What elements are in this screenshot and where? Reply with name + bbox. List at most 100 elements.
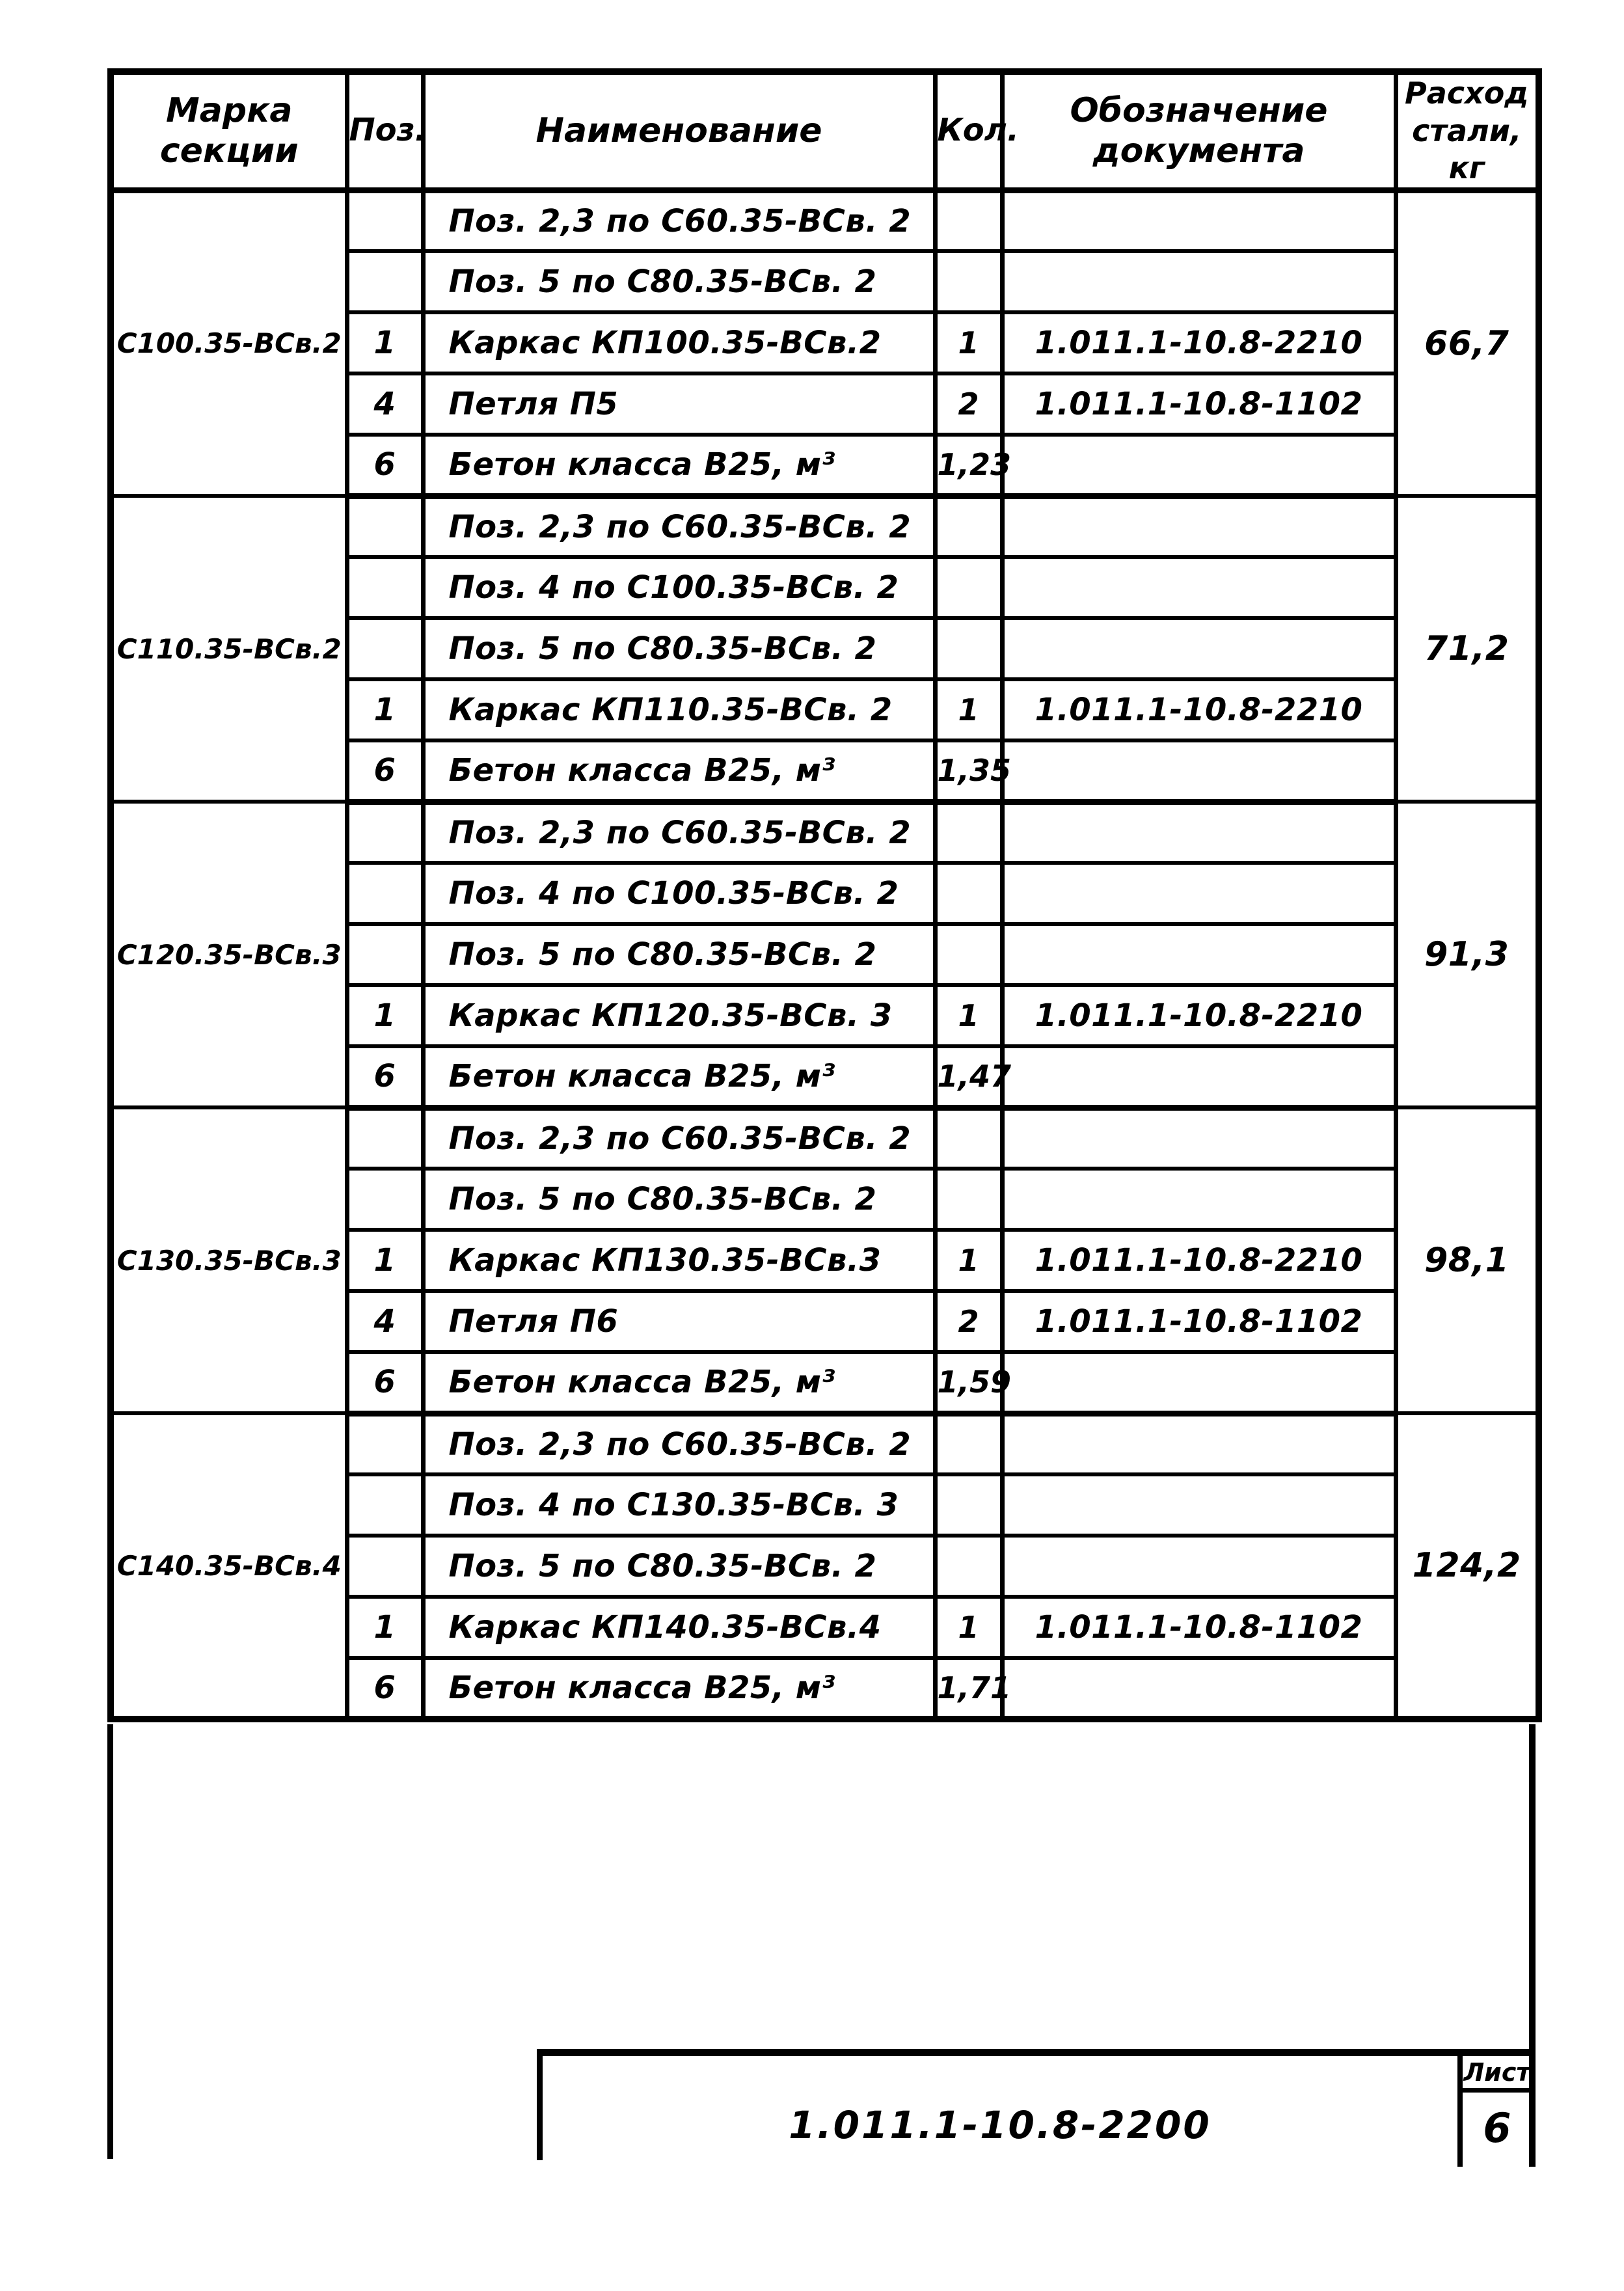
pos-cell: 6 <box>344 1350 426 1417</box>
doc-cell: 1.011.1-10.8-2210 <box>999 1228 1398 1293</box>
name-cell: Поз. 2,3 по С60.35-ВСв. 2 <box>420 800 938 865</box>
doc-cell <box>999 494 1398 559</box>
qty-cell <box>932 555 1005 620</box>
doc-cell <box>999 922 1398 987</box>
doc-cell: 1.011.1-10.8-1102 <box>999 1595 1398 1660</box>
table-row: С100.35-ВСв.2 Поз. 2,3 по С60.35-ВСв. 2 … <box>108 188 1541 498</box>
section-mark: С110.35-ВСв.2 <box>108 494 349 804</box>
header-row: Марка секции Поз. Наименование Кол. Обоз… <box>108 70 1541 193</box>
doc-cell <box>999 249 1398 314</box>
qty-cell: 1,47 <box>932 1044 1011 1111</box>
name-cell: Каркас КП140.35-ВСв.4 <box>420 1595 938 1660</box>
pos-cell <box>344 800 426 865</box>
pos-cell <box>344 861 426 926</box>
pos-cell: 1 <box>344 983 426 1048</box>
section-mark: С140.35-ВСв.4 <box>108 1411 349 1721</box>
qty-cell: 1 <box>932 1595 1005 1660</box>
table-row: Поз. 5 по С80.35-ВСв. 2 <box>111 1534 1539 1599</box>
table-row: Поз. 5 по С80.35-ВСв. 2 <box>111 249 1539 314</box>
doc-cell <box>999 616 1398 681</box>
pos-cell <box>344 1472 426 1538</box>
name-cell: Каркас КП110.35-ВСв. 2 <box>420 677 938 742</box>
qty-cell: 1 <box>932 677 1005 742</box>
qty-cell <box>932 1167 1005 1232</box>
doc-cell: 1.011.1-10.8-2210 <box>999 310 1398 375</box>
qty-cell: 1,23 <box>932 433 1011 499</box>
table-row: 6 Бетон класса В25, м³ 1,23 <box>111 433 1539 499</box>
titleblock-top-line <box>537 2049 1536 2056</box>
name-cell: Бетон класса В25, м³ <box>420 433 938 499</box>
sheet-box-divider-line <box>1457 2088 1536 2093</box>
pos-cell: 6 <box>344 433 426 499</box>
doc-cell <box>999 555 1398 620</box>
qty-cell: 2 <box>932 372 1005 437</box>
sheet-box-left-line <box>1457 2049 1463 2167</box>
sheet-number: 6 <box>1483 2104 1511 2152</box>
pos-cell: 4 <box>344 1289 426 1354</box>
table-row: Поз. 5 по С80.35-ВСв. 2 <box>111 616 1539 681</box>
table-row: Поз. 5 по С80.35-ВСв. 2 <box>111 922 1539 987</box>
table-row: 1 Каркас КП130.35-ВСв.3 1 1.011.1-10.8-2… <box>111 1228 1539 1293</box>
doc-cell <box>999 800 1398 865</box>
qty-cell <box>932 1105 1005 1171</box>
name-cell: Бетон класса В25, м³ <box>420 1044 938 1111</box>
table-row: 4 Петля П5 2 1.011.1-10.8-1102 <box>111 372 1539 437</box>
doc-cell <box>999 1534 1398 1599</box>
doc-cell <box>999 739 1398 805</box>
doc-cell <box>999 1044 1398 1111</box>
table-row: 6 Бетон класса В25, м³ 1,59 <box>111 1350 1539 1417</box>
name-cell: Поз. 4 по С100.35-ВСв. 2 <box>420 555 938 620</box>
qty-cell: 1 <box>932 310 1005 375</box>
doc-cell <box>999 1105 1398 1171</box>
table-row: Поз. 4 по С100.35-ВСв. 2 <box>111 555 1539 620</box>
col-header-qty: Кол. <box>932 70 1019 193</box>
name-cell: Поз. 2,3 по С60.35-ВСв. 2 <box>420 494 938 559</box>
doc-cell <box>999 1350 1398 1417</box>
doc-cell <box>999 861 1398 926</box>
name-cell: Каркас КП120.35-ВСв. 3 <box>420 983 938 1048</box>
table-row: 4 Петля П6 2 1.011.1-10.8-1102 <box>111 1289 1539 1354</box>
document-number: 1.011.1-10.8-2200 <box>789 2103 1211 2147</box>
name-cell: Поз. 2,3 по С60.35-ВСв. 2 <box>420 188 938 253</box>
name-cell: Поз. 5 по С80.35-ВСв. 2 <box>420 249 938 314</box>
qty-cell: 1,35 <box>932 739 1011 805</box>
name-cell: Поз. 4 по С130.35-ВСв. 3 <box>420 1472 938 1538</box>
spec-table: Марка секции Поз. Наименование Кол. Обоз… <box>107 68 1542 1722</box>
pos-cell <box>344 188 426 253</box>
pos-cell <box>344 1105 426 1171</box>
qty-cell <box>932 861 1005 926</box>
pos-cell <box>344 616 426 681</box>
col-header-pos: Поз. <box>344 70 427 193</box>
pos-cell: 6 <box>344 1656 426 1722</box>
doc-cell <box>999 1411 1398 1476</box>
pos-cell: 1 <box>344 677 426 742</box>
qty-cell: 1 <box>932 983 1005 1048</box>
qty-cell <box>932 1534 1005 1599</box>
table-row: 6 Бетон класса В25, м³ 1,35 <box>111 739 1539 805</box>
qty-cell <box>932 800 1005 865</box>
doc-cell <box>999 188 1398 253</box>
pos-cell <box>344 1534 426 1599</box>
table-row: 1 Каркас КП100.35-ВСв.2 1 1.011.1-10.8-2… <box>111 310 1539 375</box>
doc-cell: 1.011.1-10.8-1102 <box>999 372 1398 437</box>
steel-usage: 71,2 <box>1393 494 1541 804</box>
steel-usage: 98,1 <box>1393 1105 1541 1415</box>
table-row: 1 Каркас КП140.35-ВСв.4 1 1.011.1-10.8-1… <box>111 1595 1539 1660</box>
doc-cell: 1.011.1-10.8-1102 <box>999 1289 1398 1354</box>
doc-cell <box>999 1656 1398 1722</box>
pos-cell <box>344 249 426 314</box>
name-cell: Поз. 2,3 по С60.35-ВСв. 2 <box>420 1411 938 1476</box>
titleblock-left-line <box>537 2049 543 2160</box>
doc-cell: 1.011.1-10.8-2210 <box>999 983 1398 1048</box>
col-header-mark: Марка секции <box>108 70 349 193</box>
table-row: 1 Каркас КП120.35-ВСв. 3 1 1.011.1-10.8-… <box>111 983 1539 1048</box>
table-row: С130.35-ВСв.3 Поз. 2,3 по С60.35-ВСв. 2 … <box>108 1105 1541 1415</box>
name-cell: Бетон класса В25, м³ <box>420 1350 938 1417</box>
name-cell: Поз. 5 по С80.35-ВСв. 2 <box>420 616 938 681</box>
name-cell: Каркас КП100.35-ВСв.2 <box>420 310 938 375</box>
qty-cell: 1 <box>932 1228 1005 1293</box>
name-cell: Петля П5 <box>420 372 938 437</box>
table-row: Поз. 4 по С130.35-ВСв. 3 <box>111 1472 1539 1538</box>
doc-cell: 1.011.1-10.8-2210 <box>999 677 1398 742</box>
doc-cell <box>999 433 1398 499</box>
